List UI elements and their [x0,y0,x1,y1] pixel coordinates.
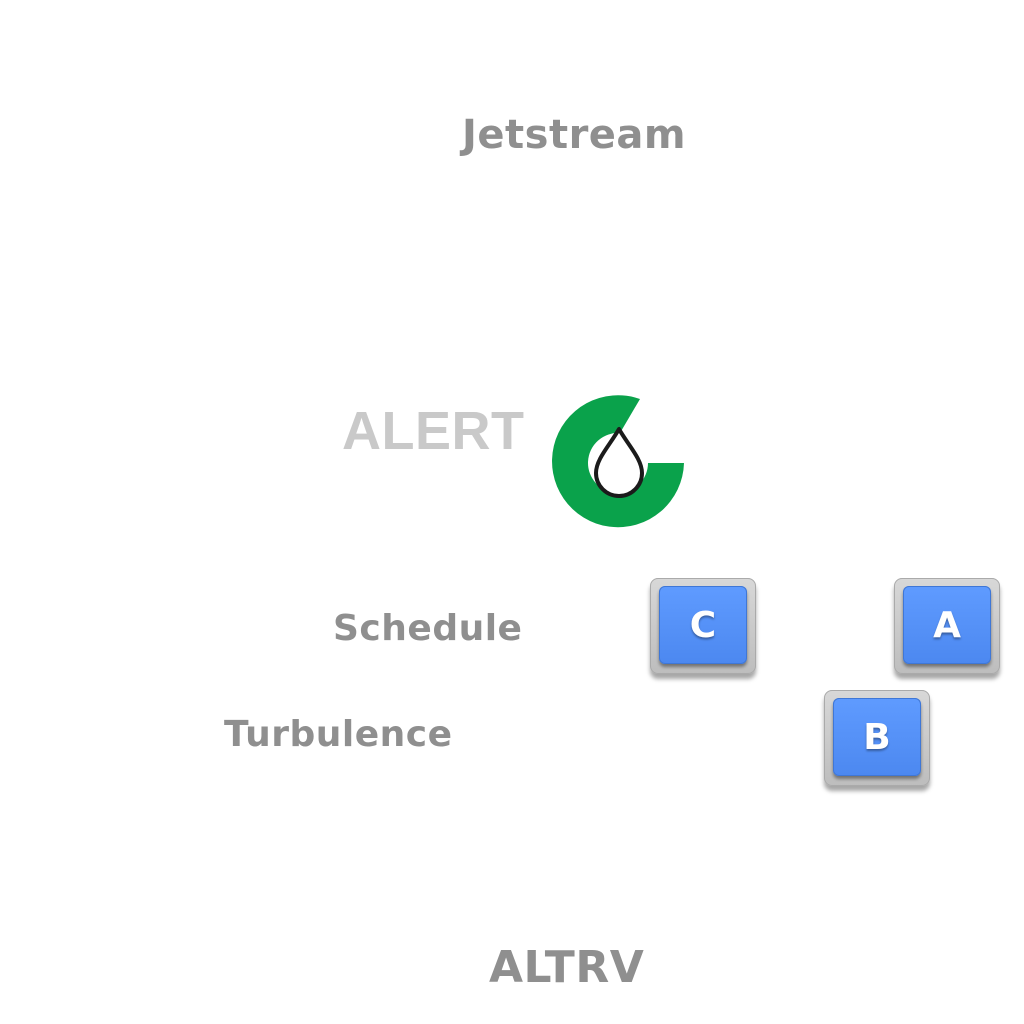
key-c-button[interactable]: C [650,578,756,674]
key-b-button[interactable]: B [824,690,930,786]
key-a-letter: A [933,604,961,646]
key-b-letter: B [863,716,891,758]
schedule-label: Schedule [333,608,523,649]
key-c-face: C [659,586,747,664]
turbulence-label: Turbulence [224,714,453,755]
key-b-face: B [833,698,921,776]
key-c-letter: C [689,604,717,646]
droplet-in-ring-icon [552,395,684,528]
key-a-button[interactable]: A [894,578,1000,674]
key-a-face: A [903,586,991,664]
droplet-shape [594,427,644,498]
alert-label: ALERT [342,401,525,461]
jetstream-label: Jetstream [462,112,687,158]
logo-ring [552,395,684,528]
altrv-label: ALTRV [489,942,645,993]
